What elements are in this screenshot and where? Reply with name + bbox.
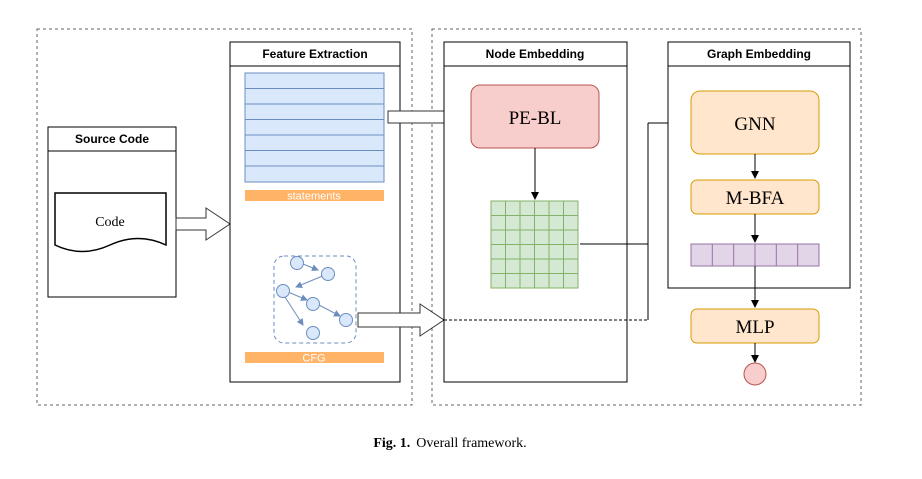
embedding-matrix: [490, 200, 579, 289]
graph-vector: [690, 243, 820, 267]
graph-embedding-title: Graph Embedding: [707, 47, 811, 61]
statements-stack: [244, 72, 385, 183]
output-node: [743, 362, 767, 386]
statements-label: statements: [287, 191, 341, 203]
cfg-label: CFG: [302, 353, 325, 365]
pe-bl-label: PE-BL: [509, 108, 562, 129]
gnn-label: GNN: [734, 114, 775, 135]
code-document-shape: [54, 192, 167, 253]
figure-caption: Fig. 1. Overall framework.: [373, 436, 526, 451]
statements-label-bar: [245, 190, 384, 201]
cfg-node: [306, 297, 320, 311]
cfg-label-bar: [245, 352, 384, 363]
graph-embedding-box: Graph Embedding GNN M-BFA: [667, 41, 851, 289]
source-code-box: Source Code Code: [47, 126, 177, 298]
right-dashed-region: [431, 28, 862, 406]
arrow-cfg-to-node-embedding: [357, 303, 445, 337]
cfg-node: [306, 326, 320, 340]
cfg-node: [321, 267, 335, 281]
cfg-node: [276, 284, 290, 298]
figure-caption-label: Fig. 1.: [373, 436, 410, 451]
figure-caption-text: Overall framework.: [416, 436, 526, 451]
cfg-node: [290, 256, 304, 270]
mlp-label: MLP: [735, 317, 774, 338]
feature-extraction-box: Feature Extraction statements: [229, 41, 401, 383]
cfg-graph: [273, 255, 357, 344]
cfg-node: [339, 313, 353, 327]
feature-extraction-title: Feature Extraction: [262, 47, 367, 61]
code-label: Code: [95, 215, 125, 230]
m-bfa-label: M-BFA: [726, 188, 785, 209]
arrow-source-to-features: [175, 207, 231, 241]
node-embedding-box: Node Embedding PE-BL: [443, 41, 628, 383]
source-code-title: Source Code: [75, 132, 149, 146]
node-embedding-title: Node Embedding: [486, 47, 585, 61]
left-dashed-region: [36, 28, 413, 406]
